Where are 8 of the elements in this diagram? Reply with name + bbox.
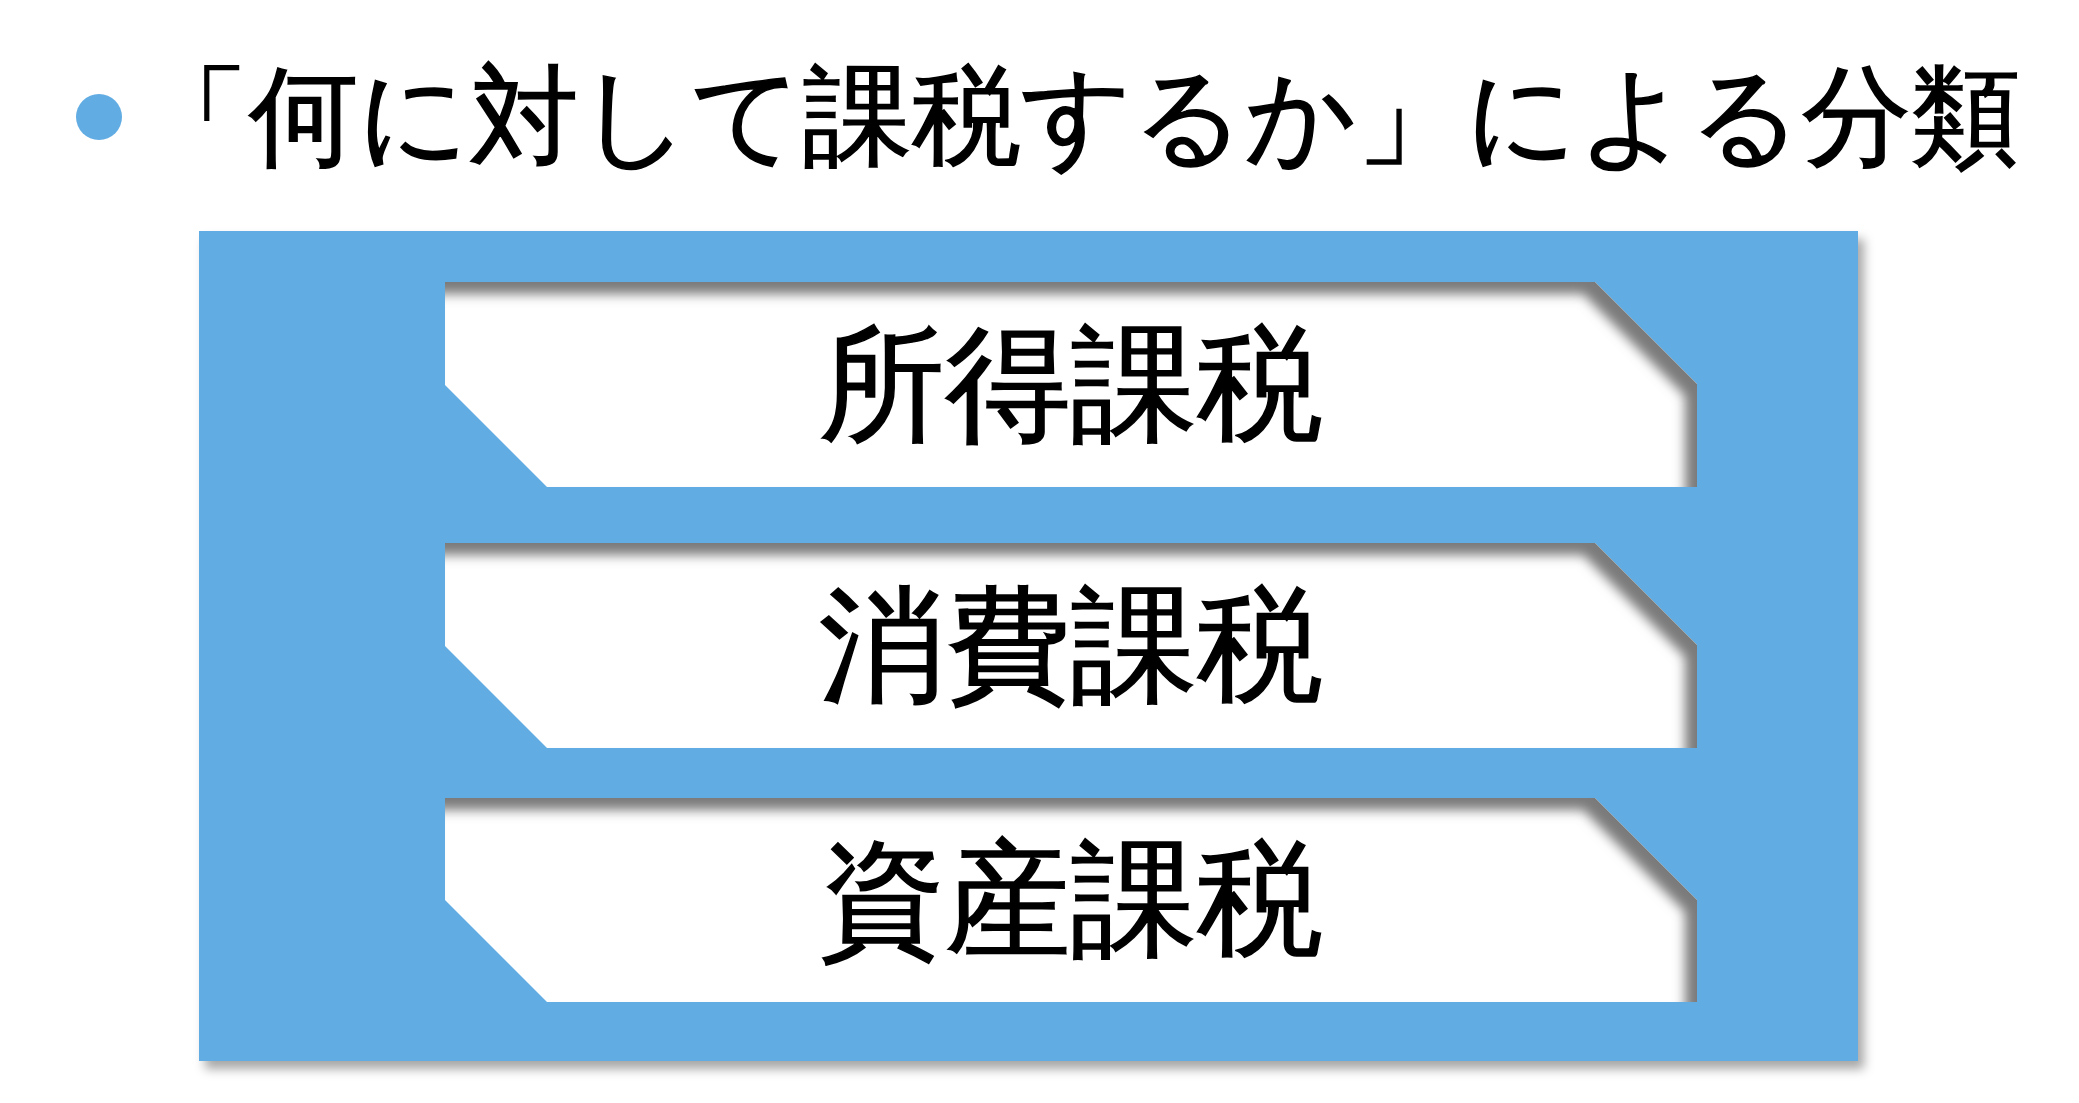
category-band xyxy=(445,282,1697,487)
band-label: 消費課税 xyxy=(819,576,1323,715)
panel-background xyxy=(199,231,1858,1061)
category-band xyxy=(445,798,1697,1002)
title: 「何に対して課税するか」による分類 xyxy=(140,54,2020,180)
category-band xyxy=(445,543,1697,748)
band-label: 所得課税 xyxy=(819,315,1323,454)
band-label: 資産課税 xyxy=(819,830,1323,970)
